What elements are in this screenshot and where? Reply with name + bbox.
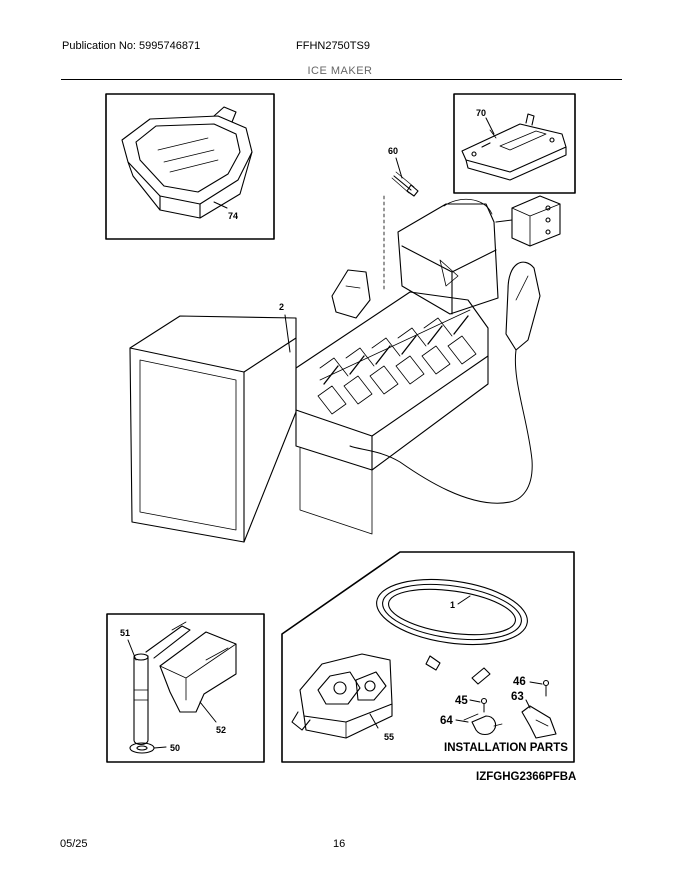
callout-line-70 <box>485 117 495 135</box>
callout-line-45 <box>469 699 481 703</box>
callout-60: 60 <box>388 146 398 156</box>
mounting-clip-drawing <box>521 679 557 739</box>
inset-box-installation-parts <box>281 551 575 763</box>
fill-tube-heater-drawing <box>159 631 237 713</box>
figure-code: IZFGHG2366PFBA <box>476 771 576 783</box>
callout-line-63 <box>525 699 531 709</box>
callout-74: 74 <box>228 211 238 221</box>
callout-line-55 <box>369 713 379 729</box>
inset-box-ice-bin <box>105 93 275 240</box>
inset-box-fill-tube <box>106 613 265 763</box>
water-tube-drawing <box>376 578 528 685</box>
callout-line-52 <box>199 701 217 723</box>
model-number: FFHN2750TS9 <box>296 40 370 52</box>
callout-70: 70 <box>476 108 486 118</box>
callout-line-46 <box>529 681 543 685</box>
callout-51: 51 <box>120 628 130 638</box>
ice-maker-assembly-drawing <box>129 195 561 543</box>
header-rule <box>61 79 622 80</box>
callout-55: 55 <box>384 732 394 742</box>
ice-bin-drawing <box>121 106 253 219</box>
callout-45: 45 <box>455 695 468 707</box>
callout-2: 2 <box>279 302 284 312</box>
inset-box-bracket <box>453 93 576 194</box>
callout-64: 64 <box>440 715 453 727</box>
installation-parts-label: INSTALLATION PARTS <box>444 742 568 754</box>
fill-tube-drawing <box>133 621 191 746</box>
tube-clamp-drawing <box>463 697 503 736</box>
callout-line-64 <box>455 719 469 723</box>
publication-number: Publication No: 5995746871 <box>62 40 201 52</box>
callout-50: 50 <box>170 743 180 753</box>
callout-line-60 <box>395 157 403 179</box>
page-number: 16 <box>333 838 346 850</box>
footer-date: 05/25 <box>60 838 88 850</box>
callout-1: 1 <box>450 600 455 610</box>
callout-63: 63 <box>511 691 524 703</box>
callout-line-74 <box>213 201 228 209</box>
callout-line-50 <box>153 746 167 749</box>
mounting-screw-drawing <box>391 171 419 197</box>
mounting-bracket-drawing <box>461 113 567 181</box>
callout-line-2 <box>284 314 291 353</box>
section-title: ICE MAKER <box>307 65 373 77</box>
callout-52: 52 <box>216 725 226 735</box>
water-valve-drawing <box>291 653 393 739</box>
callout-line-1 <box>457 595 471 605</box>
callout-line-51 <box>127 639 137 661</box>
callout-46: 46 <box>513 676 526 688</box>
